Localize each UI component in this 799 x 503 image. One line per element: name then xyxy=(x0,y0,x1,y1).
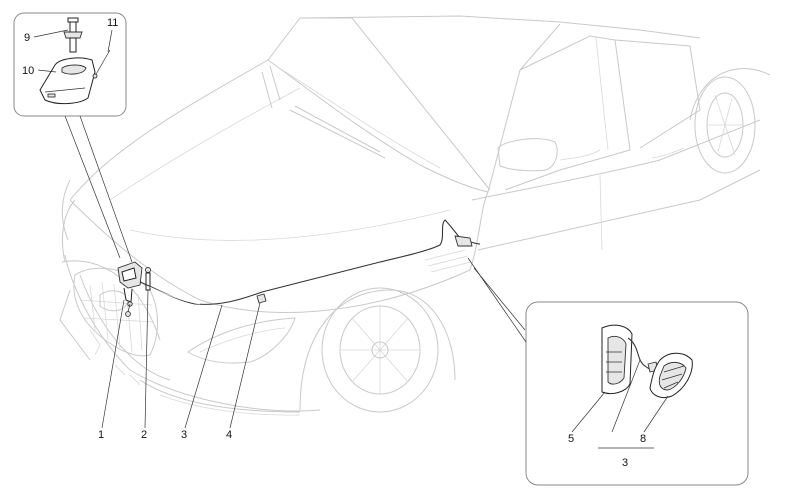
callout-11: 11 xyxy=(107,17,118,29)
callout-8: 8 xyxy=(640,433,646,445)
front-grille xyxy=(73,267,158,357)
callout-3: 3 xyxy=(181,429,187,441)
callout-10: 10 xyxy=(22,65,34,77)
cable-clip xyxy=(256,293,267,304)
callout-4: 4 xyxy=(226,429,232,441)
callout-leader-lines xyxy=(33,29,669,449)
car-body-outline xyxy=(59,15,771,416)
callout-5: 5 xyxy=(568,433,574,445)
headlight xyxy=(187,317,296,364)
callout-1: 1 xyxy=(98,429,104,441)
side-mirror xyxy=(497,138,558,172)
inset-detail-release-handle xyxy=(525,301,749,486)
front-wheel xyxy=(321,287,439,413)
hood-release-cable xyxy=(139,219,481,305)
callout-3-inset: 3 xyxy=(622,457,628,469)
callout-9: 9 xyxy=(24,32,30,44)
callout-2: 2 xyxy=(141,429,147,441)
hood-latch-assembly xyxy=(117,261,143,317)
wiper-arm xyxy=(289,105,386,159)
callout-labels: 1 2 3 4 5 8 3 9 10 11 xyxy=(22,17,646,469)
inset-detail-latch-bracket xyxy=(13,12,127,117)
